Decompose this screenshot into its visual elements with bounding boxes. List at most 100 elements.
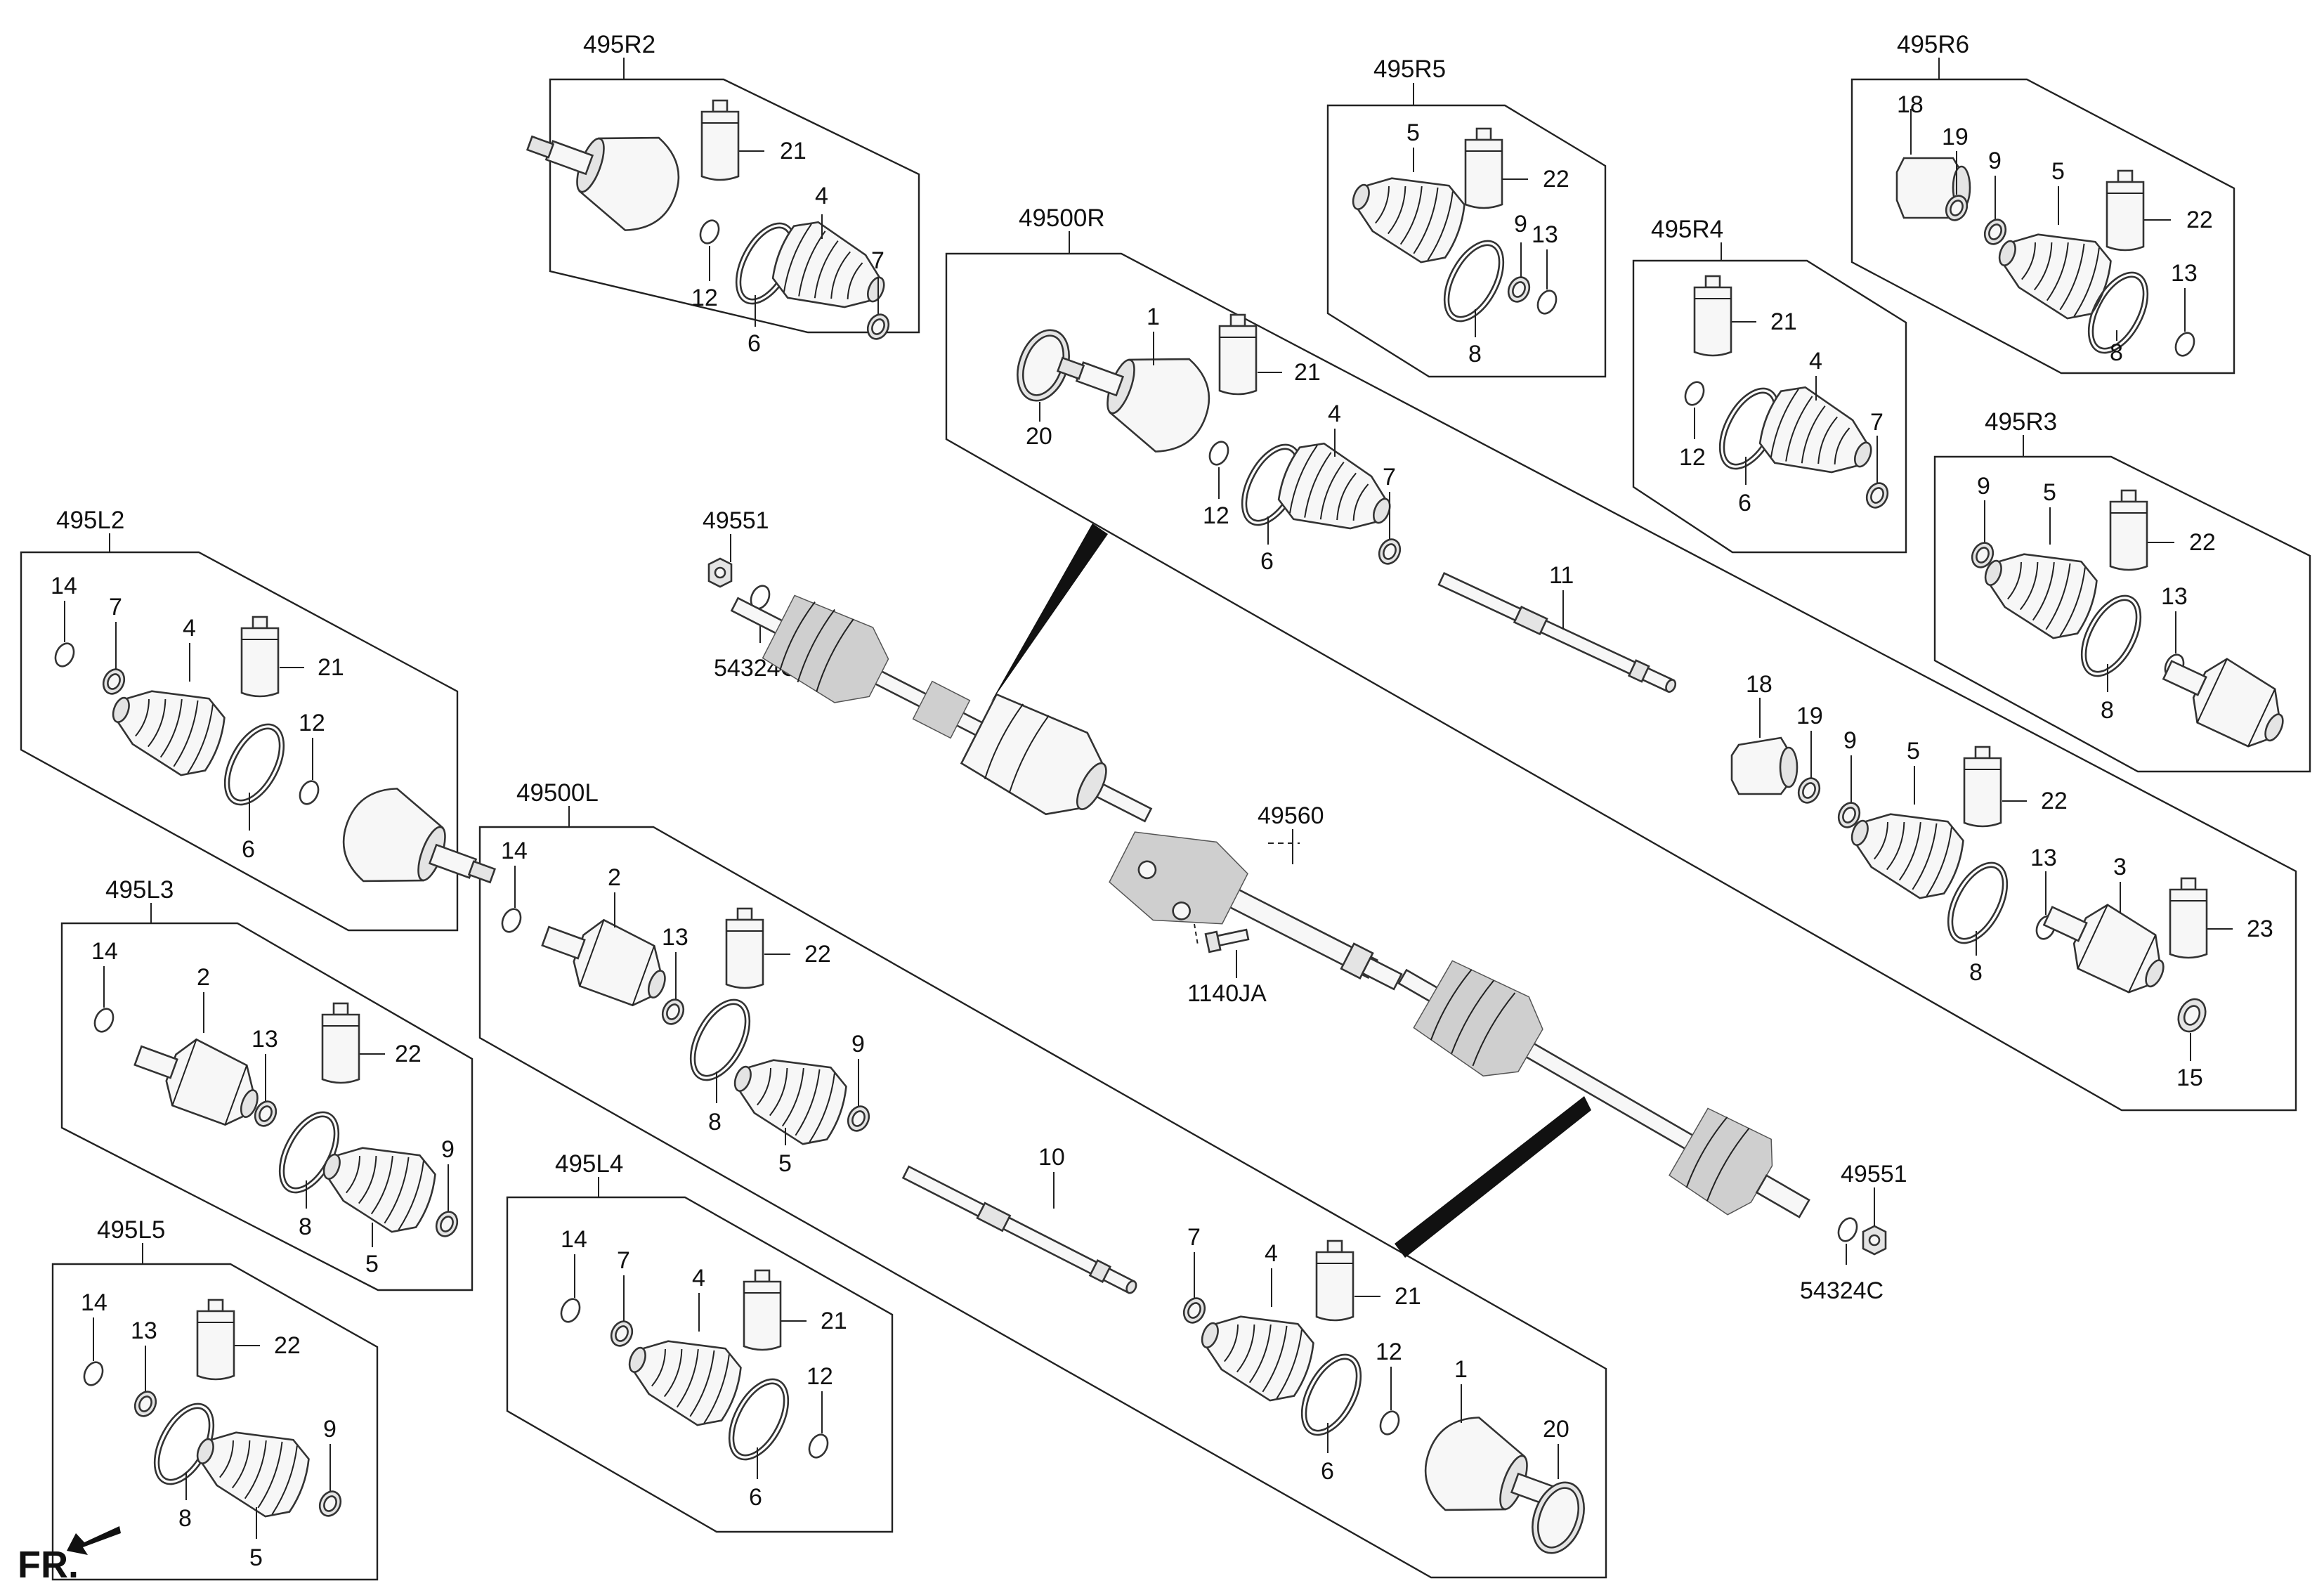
part-number-4: 4	[1328, 401, 1341, 427]
part-number-8: 8	[1468, 341, 1482, 367]
grease-tube-icon	[1693, 275, 1732, 357]
group-49500R-parts: 20 1 21 12 6 4 7 11 18 19 9	[1007, 304, 2273, 1091]
lock-nut-icon	[707, 557, 733, 588]
drive-shaft-icon	[1397, 960, 1810, 1218]
bearing-bracket-icon	[1109, 831, 1403, 991]
front-direction-indicator: FR.	[18, 1526, 121, 1586]
grease-tube-icon	[240, 616, 280, 698]
snap-ring-icon	[556, 1295, 585, 1326]
group-495L2-parts: 14 7 4 21 6 12	[51, 573, 511, 923]
cv-joint-icon	[329, 775, 511, 923]
part-number-3: 3	[2113, 854, 2127, 880]
part-number-22: 22	[804, 941, 831, 968]
group-495R6-parts: 18 19 9 5 22 8 13	[1895, 91, 2213, 366]
snap-ring-icon	[863, 310, 894, 344]
grease-tube-icon	[196, 1299, 235, 1381]
part-number-6: 6	[748, 330, 761, 357]
part-number-1: 1	[1454, 1356, 1468, 1383]
cv-joint-icon	[1730, 736, 1799, 795]
part-number-54324C-bottom: 54324C	[1800, 1277, 1884, 1304]
group-box-495R2: 495R2	[549, 31, 920, 334]
part-number-13: 13	[662, 924, 688, 951]
group-box-495R4: 495R4	[1632, 216, 1907, 554]
snap-ring-icon	[804, 1431, 833, 1462]
group-495R5-parts: 5 22 8 9 13	[1339, 119, 1569, 367]
part-number-13: 13	[131, 1317, 157, 1344]
part-number-7: 7	[617, 1247, 630, 1274]
grease-tube-icon	[743, 1269, 782, 1351]
part-number-9: 9	[1977, 473, 1990, 500]
cv-boot-icon	[721, 1037, 855, 1154]
snap-ring-icon	[1533, 287, 1561, 318]
cv-boot-icon	[1269, 433, 1405, 552]
snap-ring-icon	[79, 1358, 107, 1389]
part-number-9: 9	[441, 1136, 455, 1163]
grease-tube-icon	[1218, 313, 1258, 396]
part-number-14: 14	[501, 838, 528, 864]
group-label-495L3: 495L3	[105, 876, 174, 904]
part-number-13: 13	[2030, 845, 2057, 871]
group-box-49500L: 49500L	[478, 779, 1607, 1579]
cv-boot-icon	[1188, 1294, 1322, 1410]
part-number-22: 22	[2186, 207, 2213, 233]
group-label-495R4: 495R4	[1651, 216, 1723, 243]
cv-boot-icon	[1339, 155, 1473, 272]
group-label-495L5: 495L5	[97, 1216, 165, 1244]
group-box-495L3: 495L3	[60, 876, 474, 1291]
part-number-22: 22	[2189, 529, 2216, 556]
part-number-13: 13	[1532, 221, 1558, 248]
lock-nut-icon	[1862, 1225, 1887, 1256]
part-number-5: 5	[1406, 119, 1420, 146]
part-number-5: 5	[1907, 738, 1920, 764]
cv-boot-icon	[310, 1125, 444, 1242]
part-number-18: 18	[1897, 91, 1924, 118]
cv-joint-icon	[511, 96, 693, 244]
part-number-9: 9	[851, 1031, 865, 1057]
part-number-2: 2	[197, 964, 210, 991]
part-number-11: 11	[1549, 562, 1574, 589]
part-number-12: 12	[1679, 444, 1706, 471]
part-number-19: 19	[1796, 703, 1823, 729]
snap-ring-icon	[431, 1207, 462, 1241]
part-number-12: 12	[807, 1363, 833, 1390]
part-number-49551-bottom: 49551	[1841, 1161, 1907, 1187]
cv-boot-icon	[1751, 377, 1886, 496]
part-number-13: 13	[2161, 583, 2188, 610]
part-number-15: 15	[2176, 1065, 2203, 1091]
front-direction-arrow-icon	[67, 1526, 121, 1555]
part-number-7: 7	[109, 594, 122, 620]
part-number-4: 4	[1809, 348, 1822, 375]
snap-ring-icon	[843, 1102, 874, 1135]
part-number-21: 21	[1294, 359, 1321, 386]
part-number-4: 4	[183, 615, 196, 642]
part-number-49551-top: 49551	[703, 507, 769, 534]
part-number-22: 22	[395, 1041, 422, 1067]
part-number-20: 20	[1026, 423, 1052, 450]
group-label-49500R: 49500R	[1019, 204, 1105, 232]
part-number-2: 2	[608, 864, 621, 891]
part-number-7: 7	[1383, 464, 1396, 490]
group-495L4-parts: 14 7 4 21 6 12	[556, 1226, 847, 1511]
bolt-icon	[1204, 928, 1250, 954]
snap-ring-icon	[90, 1005, 118, 1036]
snap-ring-icon	[696, 216, 724, 247]
part-number-21: 21	[1770, 308, 1797, 335]
part-number-21: 21	[318, 654, 344, 681]
part-number-4: 4	[1265, 1240, 1278, 1267]
grease-tube-icon	[725, 907, 764, 989]
part-number-9: 9	[323, 1416, 337, 1443]
grease-tube-icon	[2109, 489, 2148, 571]
assembly-pointer-right	[991, 523, 1108, 703]
part-number-20: 20	[1543, 1416, 1569, 1443]
part-number-5: 5	[778, 1150, 792, 1177]
group-495R3-parts: 9 5 22 8 13	[1967, 473, 2299, 757]
cv-boot-icon	[615, 1318, 750, 1435]
part-number-49560: 49560	[1258, 802, 1324, 829]
drive-shaft-icon	[730, 594, 1153, 823]
snap-ring-icon	[1376, 1407, 1404, 1438]
part-number-6: 6	[242, 836, 255, 863]
group-label-495R3: 495R3	[1985, 408, 2057, 436]
part-number-5: 5	[2051, 158, 2065, 185]
part-number-8: 8	[1969, 959, 1983, 986]
part-number-22: 22	[274, 1332, 301, 1359]
